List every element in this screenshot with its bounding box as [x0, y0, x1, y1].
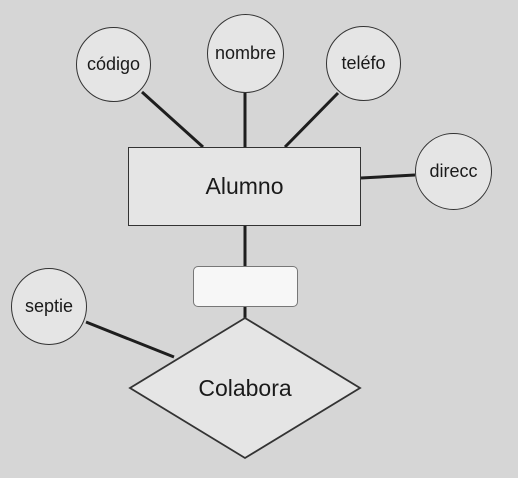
attribute-septie[interactable]: septie [11, 268, 87, 345]
attribute-direccion-label: direcc [429, 161, 478, 181]
attribute-telefono-label: teléfo [341, 53, 386, 73]
attribute-septie-label: septie [24, 296, 74, 316]
attribute-codigo-label: código [86, 54, 141, 74]
relationship-label: Colabora [198, 374, 292, 401]
attribute-codigo[interactable]: código [76, 27, 151, 102]
attribute-nombre[interactable]: nombre [207, 14, 284, 93]
attribute-direccion[interactable]: direcc [415, 133, 492, 210]
connector-telefono [283, 91, 340, 149]
entity-alumno[interactable]: Alumno [128, 147, 361, 226]
relationship-diamond[interactable] [128, 316, 362, 460]
attribute-telefono[interactable]: teléfo [326, 26, 401, 101]
entity-label: Alumno [205, 173, 284, 199]
blank-label-box[interactable] [193, 266, 298, 307]
connector-septie [85, 320, 175, 359]
attribute-nombre-label: nombre [214, 43, 277, 63]
connector-direccion [360, 173, 416, 180]
connector-codigo [140, 90, 205, 149]
